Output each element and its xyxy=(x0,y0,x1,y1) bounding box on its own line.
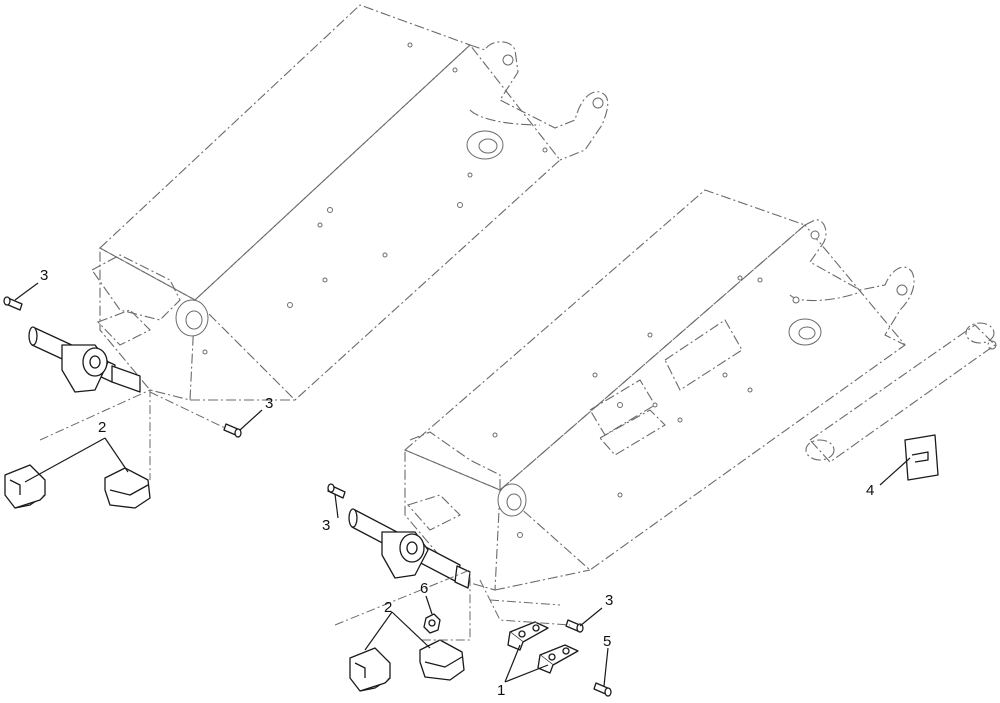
decal-label xyxy=(904,434,939,481)
right-shim-plate-lower xyxy=(537,644,579,674)
left-arm-hole xyxy=(592,97,604,109)
callout-5: 5 xyxy=(603,633,611,650)
callout-1: 1 xyxy=(497,682,505,699)
callout-3-right-upper: 3 xyxy=(322,517,330,534)
right-arm-hole xyxy=(647,332,653,338)
left-arm-pivot xyxy=(185,310,203,330)
left-arm-hole xyxy=(322,277,328,283)
right-guide-line xyxy=(489,599,561,606)
callout-3-left-lower: 3 xyxy=(265,395,273,412)
left-wear-pad-front xyxy=(4,464,46,509)
left-arm-hole xyxy=(327,207,333,213)
right-arm-pivot xyxy=(506,493,522,511)
right-shim-plate-upper xyxy=(507,621,549,651)
right-arm-hole xyxy=(517,532,523,538)
callout-4: 4 xyxy=(866,482,874,499)
callout-3-left-upper: 3 xyxy=(40,267,48,284)
left-guide-line xyxy=(149,391,226,429)
right-arm-bushing xyxy=(798,326,816,340)
callout-6: 6 xyxy=(420,580,428,597)
right-arm-hole xyxy=(492,432,498,438)
left-arm-hole xyxy=(317,222,323,228)
callout-leaders xyxy=(14,282,911,687)
right-bolt-upper xyxy=(327,483,346,499)
right-loader-arm xyxy=(403,189,915,591)
right-arm-hole xyxy=(747,387,753,393)
callout-2-right: 2 xyxy=(384,599,392,616)
left-arm-hole xyxy=(542,147,548,153)
right-wear-pad-rear xyxy=(419,639,465,681)
right-arm-hole xyxy=(677,417,683,423)
left-arm-hole xyxy=(287,302,293,308)
left-arm-hole xyxy=(457,202,463,208)
right-bolt-lower xyxy=(565,619,584,633)
left-arm-hole xyxy=(382,252,388,258)
right-arm-hole xyxy=(722,372,728,378)
right-arm-hole xyxy=(757,277,763,283)
right-nut xyxy=(423,613,441,634)
left-loader-arm xyxy=(91,4,609,401)
left-pivot-pin xyxy=(28,326,141,393)
right-arm-hole xyxy=(896,284,908,296)
left-guide-line xyxy=(39,389,151,480)
left-arm-hole xyxy=(502,54,514,66)
left-bolt-lower xyxy=(223,423,242,438)
left-arm-hole xyxy=(202,349,208,355)
right-arm-hole xyxy=(617,402,623,408)
left-arm-hole xyxy=(452,67,458,73)
right-arm-hole xyxy=(652,402,658,408)
left-arm-bushing xyxy=(478,138,498,154)
callout-2-left: 2 xyxy=(98,419,106,436)
right-arm-hole xyxy=(792,296,800,304)
right-guide-line xyxy=(334,569,471,641)
callout-labels: 1 2 2 3 3 3 3 4 5 6 xyxy=(40,267,874,699)
right-cap-screw xyxy=(593,682,612,697)
right-arm-hole xyxy=(592,372,598,378)
callout-3-right-lower: 3 xyxy=(605,592,613,609)
right-arm-hole xyxy=(737,275,743,281)
left-bolt-upper xyxy=(3,296,23,311)
right-arm-hole xyxy=(617,492,623,498)
left-wear-pad-rear xyxy=(104,467,151,509)
right-wear-pad-front xyxy=(349,647,391,692)
left-arm-hole xyxy=(467,172,473,178)
loader-tube xyxy=(805,322,997,463)
left-arm-hole xyxy=(407,42,413,48)
right-arm-hole xyxy=(810,230,820,240)
right-pivot-pin xyxy=(348,508,471,589)
